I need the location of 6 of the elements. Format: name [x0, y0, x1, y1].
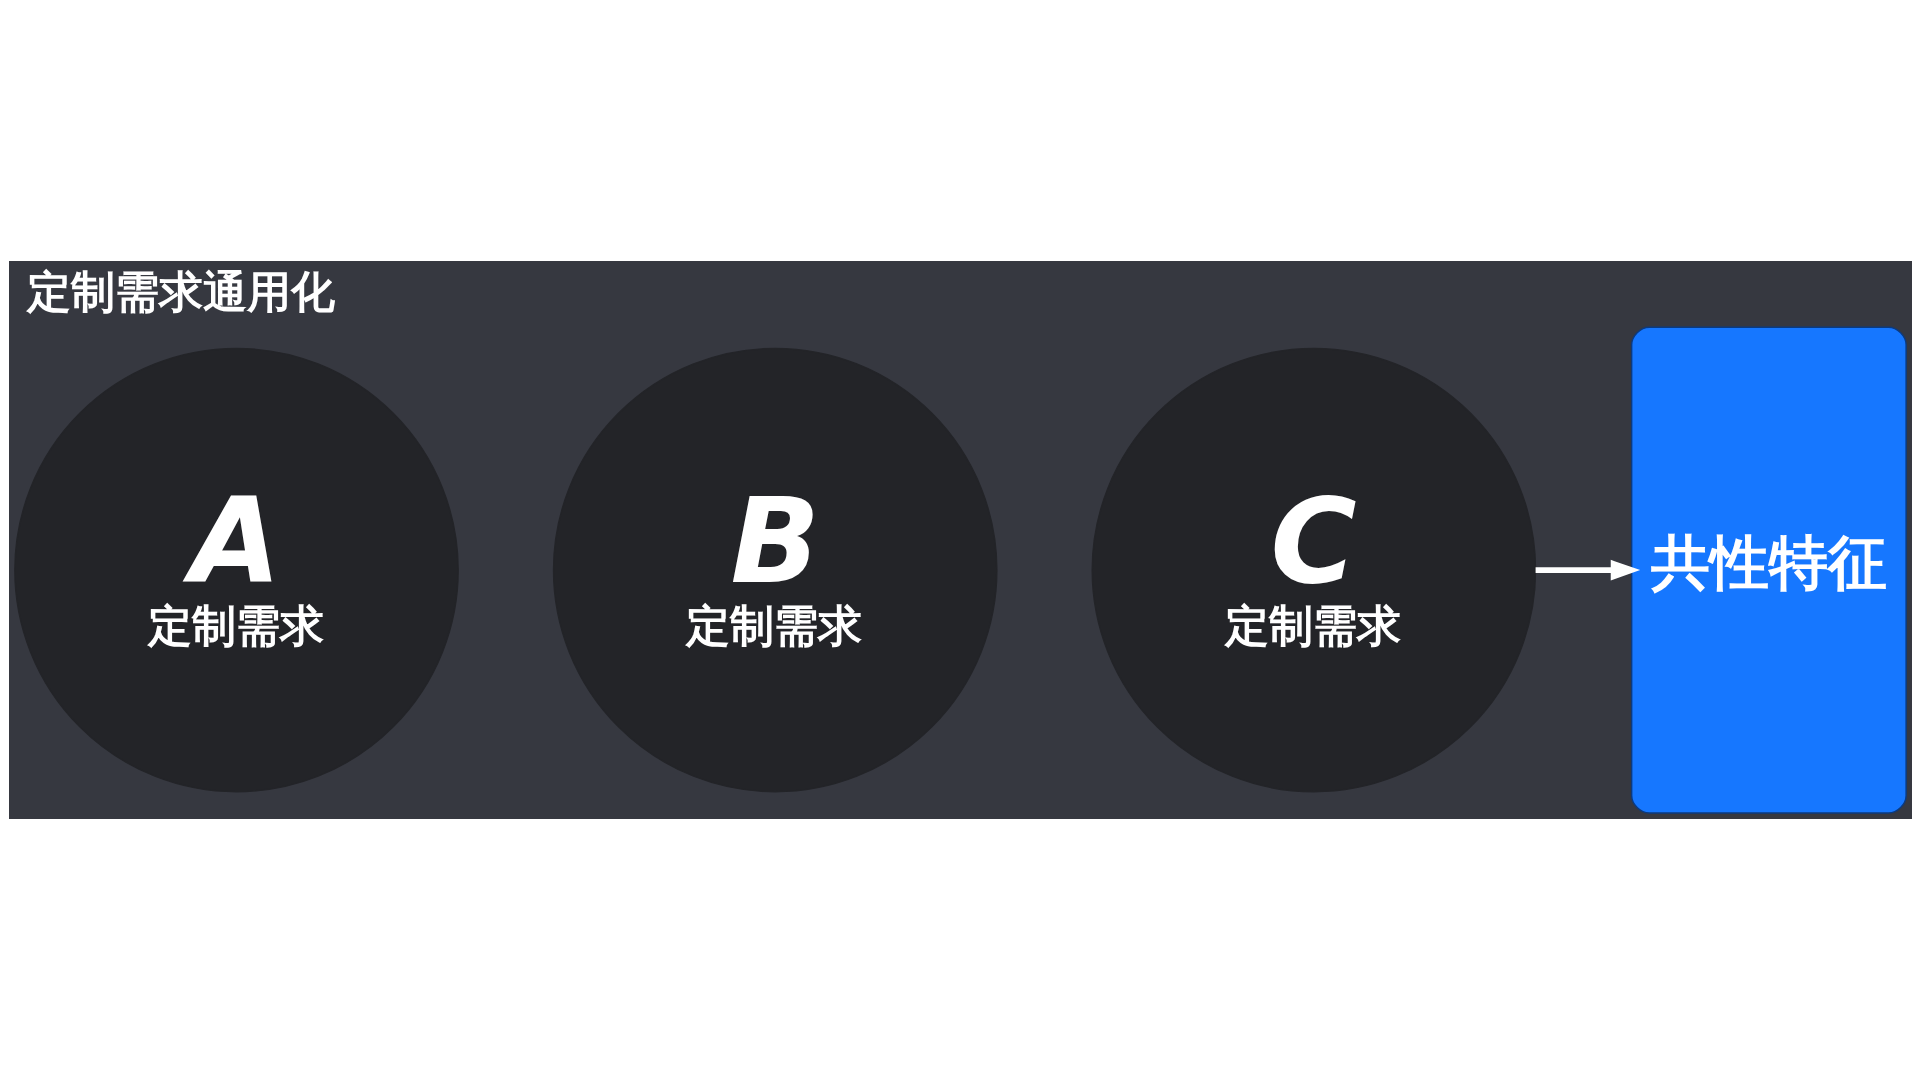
node-circle: C 定制需求: [1091, 347, 1536, 793]
diagram-title: 定制需求通用化: [26, 265, 335, 317]
arrow: [1535, 559, 1640, 581]
node-box: 共性特征: [1630, 326, 1907, 814]
node-circle: B 定制需求: [552, 347, 998, 793]
node-circle: A 定制需求: [13, 347, 459, 793]
